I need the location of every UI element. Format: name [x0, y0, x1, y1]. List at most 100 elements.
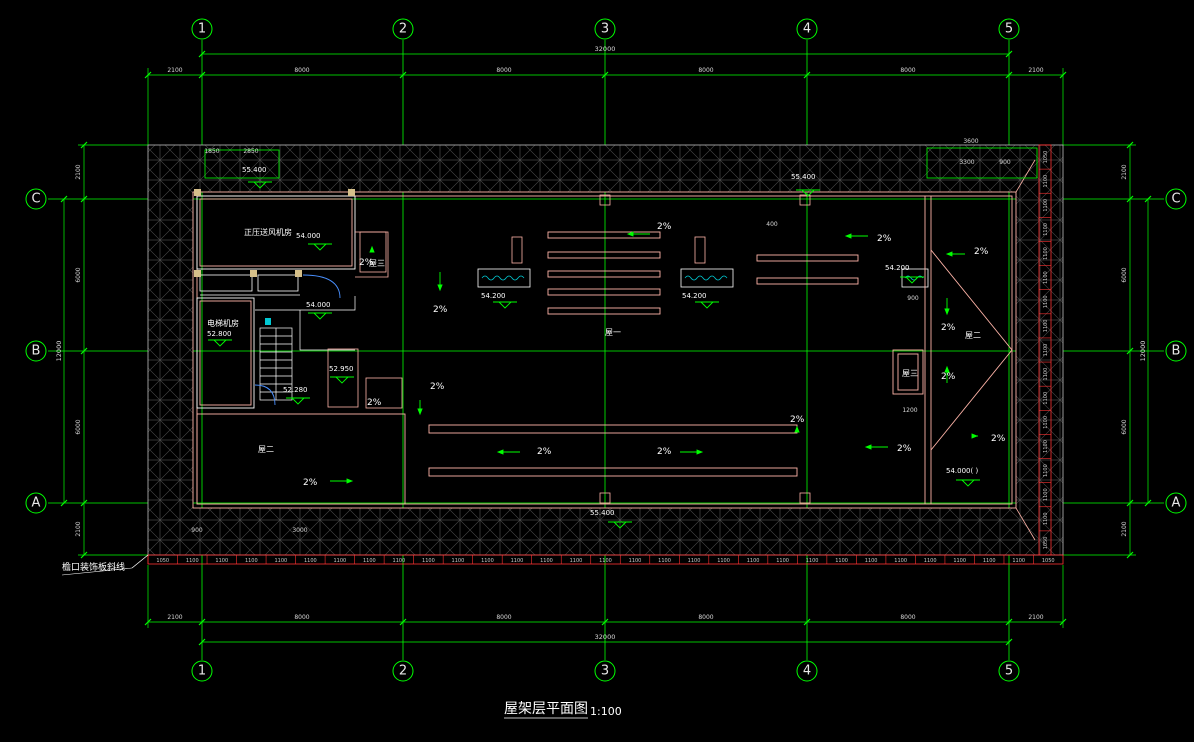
elevation-triangle	[900, 276, 924, 284]
corner-line	[1015, 159, 1036, 193]
gutter-bottom-tick-label: 1100	[186, 558, 199, 564]
elevation-triangle	[608, 521, 632, 529]
dim-left-3: 6000	[75, 419, 82, 434]
label-roof-three-mid: 屋三	[902, 369, 918, 378]
gutter-right-tick-label: 1100	[1043, 295, 1049, 308]
gutter-right-tick-label: 1100	[1043, 464, 1049, 477]
dim-bottom-1: 2100	[167, 614, 182, 621]
grid-label-4-bottom: 4	[803, 664, 811, 679]
slope-label-10: 2%	[537, 447, 552, 457]
grid-label-1-bottom: 1	[198, 664, 206, 679]
elev-label-10: 52.280	[283, 386, 308, 394]
grid-label-b-right: B	[1172, 344, 1181, 359]
dim-top-3: 8000	[496, 67, 511, 74]
gutter-right-tick-label: 1100	[1043, 416, 1049, 429]
label-roof-three-top: 屋三	[369, 259, 385, 268]
column-2	[348, 189, 355, 196]
label-roof-two-left: 屋二	[258, 445, 274, 454]
dim-right-4: 2100	[1121, 521, 1128, 536]
elev-label-8: 54.000	[306, 301, 331, 309]
slope-arrow-head	[369, 245, 375, 253]
dim-right-total: 12000	[1139, 341, 1147, 362]
gutter-right-tick-label: 1100	[1043, 512, 1049, 525]
grid-label-b-left: B	[32, 344, 41, 359]
gutter-bottom-tick-label: 1100	[629, 558, 642, 564]
small-dim-2: 2850	[243, 148, 258, 155]
gutter-bottom-tick-label: 1100	[333, 558, 346, 564]
dim-right-3: 6000	[1121, 419, 1128, 434]
slope-arrow-head	[696, 449, 704, 455]
slope-arrow-head	[844, 233, 852, 239]
slope-arrow-head	[626, 231, 634, 237]
elev-label-3: 55.400	[590, 509, 615, 517]
small-dim-3: 3600	[963, 138, 978, 145]
gutter-right-tick-label: 1100	[1043, 247, 1049, 260]
grid-label-a-left: A	[32, 496, 41, 511]
gutter-right-tick-label: 1100	[1043, 392, 1049, 405]
slope-label-3: 2%	[974, 247, 989, 257]
dimension-texts: 2100 8000 8000 8000 8000 2100 32000 2100…	[55, 45, 1147, 641]
slope-arrow-head	[437, 284, 443, 292]
small-dim-7: 1200	[902, 407, 917, 414]
slope-arrow-head	[971, 433, 979, 439]
elevation-triangle	[330, 376, 354, 384]
gutter-bottom-tick-label: 1050	[156, 558, 169, 564]
small-dim-9: 400	[766, 221, 778, 228]
drawing-scale: 1:100	[590, 705, 622, 718]
gutter-bottom-tick-label: 1100	[688, 558, 701, 564]
small-dim-4: 3300	[959, 159, 974, 166]
grid-labels: 1 2 3 4 5 1 2 3 4 5 C B A C B A	[31, 22, 1180, 679]
gutter-bottom-tick-label: 1050	[1042, 558, 1055, 564]
grid-label-c-left: C	[31, 192, 40, 207]
elevation-triangle	[208, 339, 232, 347]
gutter-right-tick-label: 1100	[1043, 488, 1049, 501]
gutter-right-tick-label: 1100	[1043, 223, 1049, 236]
gutter-bottom-tick-label: 1100	[658, 558, 671, 564]
elevation-triangle	[493, 301, 517, 309]
gutter-bottom-tick-label: 1100	[599, 558, 612, 564]
dim-top-4: 8000	[698, 67, 713, 74]
dim-top-total: 32000	[595, 45, 616, 53]
gutter-right-tick-label: 1100	[1043, 344, 1049, 357]
dim-bottom-5: 8000	[900, 614, 915, 621]
gutter-bottom-tick-label: 1100	[304, 558, 317, 564]
dim-left-4: 2100	[75, 521, 82, 536]
stair	[255, 296, 356, 401]
roof-two-left	[196, 413, 406, 505]
dim-bottom-total: 32000	[595, 633, 616, 641]
fan-room	[196, 195, 356, 270]
top-left-box	[204, 149, 280, 179]
grid-bubbles	[25, 18, 1187, 682]
gutter-bottom-tick-label: 1100	[274, 558, 287, 564]
slope-arrow-head	[944, 365, 950, 373]
label-roof-two-right: 屋二	[965, 331, 981, 340]
small-dimension-labels: 1850 2850 3600 3300 900 900 1200 3000 40…	[191, 138, 1011, 534]
grid-label-4-top: 4	[803, 22, 811, 37]
column-3	[194, 270, 201, 277]
slope-label-11: 2%	[657, 447, 672, 457]
dim-left-2: 6000	[75, 267, 82, 282]
gutter-right-tick-label: 1100	[1043, 175, 1049, 188]
dim-bottom-3: 8000	[496, 614, 511, 621]
vent-mark	[265, 318, 271, 325]
gutter-bottom-tick-label: 1100	[776, 558, 789, 564]
gutter-bottom-tick-label: 1100	[835, 558, 848, 564]
dim-right-1: 2100	[1121, 164, 1128, 179]
gutter-bottom-tick-label: 1100	[747, 558, 760, 564]
slope-label-8: 2%	[367, 398, 382, 408]
small-dim-1: 1850	[204, 148, 219, 155]
gutter-bottom-tick-label: 1100	[865, 558, 878, 564]
elevation-triangle	[796, 189, 820, 197]
water-tanks	[477, 268, 929, 288]
label-fan-room: 正压送风机房	[244, 227, 292, 237]
gutter-bottom-tick-label: 1100	[717, 558, 730, 564]
gutter-bottom-tick-label: 1100	[422, 558, 435, 564]
grid-lines	[48, 40, 1164, 660]
small-dim-5: 900	[999, 159, 1011, 166]
dimension-ticks	[60, 50, 1152, 646]
gutter-right-tick-label: 1100	[1043, 320, 1049, 333]
drawing-title: 屋架层平面图	[504, 701, 588, 717]
elevation-triangle	[286, 397, 310, 405]
elev-label-6: 54.200	[885, 264, 910, 272]
label-elevator-room: 电梯机房	[207, 318, 239, 328]
